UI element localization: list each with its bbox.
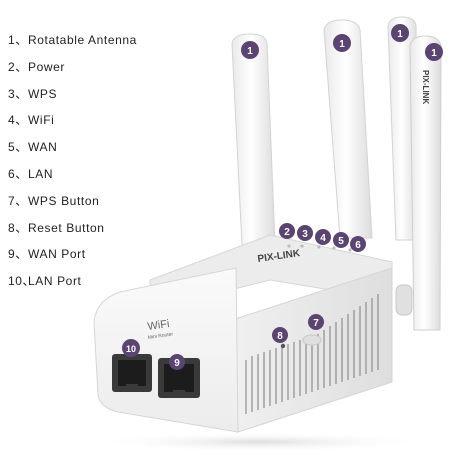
callout-badge: 1 <box>333 34 351 52</box>
svg-text:4: 4 <box>320 233 326 244</box>
model-label: Mini Router <box>147 331 173 341</box>
legend-number: 7、 <box>8 193 28 208</box>
legend-number: 10、 <box>8 274 36 289</box>
legend-label: Rotatable Antenna <box>28 33 137 47</box>
wps-led <box>300 244 304 248</box>
legend-label: Power <box>28 59 66 74</box>
callout-badge: 8 <box>272 327 288 343</box>
svg-text:1: 1 <box>431 48 437 59</box>
svg-text:3: 3 <box>302 229 308 240</box>
wifi-logo: WiFi <box>147 318 170 333</box>
legend-number: 8、 <box>8 220 28 235</box>
callout-badge: 3 <box>297 225 313 241</box>
legend-item: 1、Rotatable Antenna <box>8 30 137 57</box>
svg-text:5: 5 <box>338 236 344 247</box>
legend-number: 1、 <box>8 33 28 47</box>
legend-number: 2、 <box>8 59 28 74</box>
callout-badge: 2 <box>279 223 295 239</box>
antenna <box>231 33 276 246</box>
power-led <box>287 244 291 248</box>
legend-number: 4、 <box>8 113 28 128</box>
legend-label: WAN Port <box>28 247 86 262</box>
callout-badge: 5 <box>333 232 349 248</box>
legend-label: LAN Port <box>28 274 82 289</box>
callout-badge: 1 <box>391 24 409 42</box>
svg-text:2: 2 <box>284 227 290 238</box>
router-front <box>93 267 239 433</box>
legend-item: 6、LAN <box>8 164 137 191</box>
svg-text:1: 1 <box>339 39 345 50</box>
svg-text:7: 7 <box>313 318 319 329</box>
reset-pinhole <box>280 343 286 349</box>
antenna-logo: PIX-LINK <box>421 70 430 104</box>
legend-item: 4、WiFi <box>8 110 137 137</box>
wan-port <box>158 358 200 398</box>
wan-led <box>332 246 336 250</box>
legend-item: 5、WAN <box>8 137 137 164</box>
callout-badge: 10 <box>122 339 140 357</box>
svg-text:9: 9 <box>174 358 180 369</box>
svg-text:1: 1 <box>397 29 403 40</box>
legend-label: WPS <box>28 86 58 101</box>
svg-text:10: 10 <box>126 344 136 354</box>
legend-number: 9、 <box>8 247 28 262</box>
legend-item: 3、WPS <box>8 84 137 111</box>
callout-badge: 4 <box>315 229 331 245</box>
legend-item: 9、WAN Port <box>8 244 137 271</box>
legend-label: Reset Button <box>28 220 105 235</box>
callout-badge: 1 <box>425 43 443 61</box>
wps-button <box>302 334 322 346</box>
callout-badge: 6 <box>350 236 366 252</box>
legend-item: 10、LAN Port <box>8 271 137 298</box>
legend-item: 7、WPS Button <box>8 191 137 218</box>
vent-grille <box>245 294 379 414</box>
antenna: PIX-LINK <box>395 35 442 331</box>
lan-port <box>112 354 152 392</box>
svg-text:1: 1 <box>247 46 253 57</box>
wifi-led <box>317 245 321 249</box>
legend-label: WPS Button <box>28 193 100 208</box>
svg-text:8: 8 <box>277 331 283 342</box>
legend-item: 8、Reset Button <box>8 218 137 245</box>
legend-label: LAN <box>28 166 54 181</box>
floor-shadow <box>90 432 430 452</box>
antenna <box>323 19 373 239</box>
legend-label: WAN <box>28 140 58 155</box>
feature-legend: 1、Rotatable Antenna 2、Power 3、WPS 4、WiFi… <box>8 30 137 298</box>
legend-label: WiFi <box>28 113 55 128</box>
callout-badge: 1 <box>241 41 259 59</box>
legend-number: 3、 <box>8 86 28 101</box>
led-indicators <box>287 244 352 252</box>
legend-item: 2、Power <box>8 57 137 84</box>
callout-badge: 9 <box>169 354 185 370</box>
legend-number: 6、 <box>8 166 28 181</box>
legend-number: 5、 <box>8 140 28 155</box>
callout-badge: 7 <box>308 314 324 330</box>
lan-led <box>348 248 352 252</box>
svg-text:6: 6 <box>355 240 361 251</box>
